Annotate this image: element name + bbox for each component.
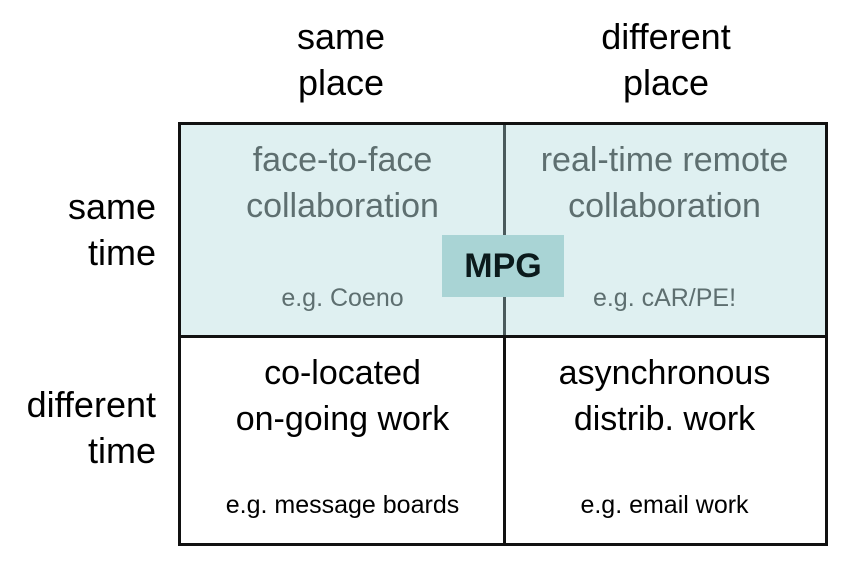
cell-title-line: asynchronous (558, 354, 771, 392)
column-header-line: different (601, 16, 731, 57)
cell-same-time-different-place: real-time remote collaboration e.g. cAR/… (504, 125, 825, 336)
horizontal-divider (181, 335, 825, 338)
column-header-same-place: same place (178, 14, 504, 106)
column-header-different-place: different place (504, 14, 828, 106)
cell-title-line: on-going work (235, 400, 450, 438)
row-header-line: time (87, 430, 156, 471)
time-space-matrix: face-to-face collaboration e.g. Coeno re… (178, 122, 828, 546)
row-header-same-time: same time (68, 184, 156, 276)
column-header-line: place (297, 62, 385, 103)
vertical-divider (503, 336, 506, 543)
row-header-line: time (87, 232, 156, 273)
cell-title: face-to-face collaboration (181, 137, 504, 229)
cell-title-line: face-to-face (252, 141, 433, 179)
row-header-different-time: different time (27, 382, 156, 474)
cell-title-line: co-located (264, 354, 421, 392)
vertical-divider-top (503, 125, 506, 336)
cell-same-time-same-place: face-to-face collaboration e.g. Coeno (181, 125, 504, 336)
cell-example: e.g. Coeno (281, 284, 404, 312)
column-header-line: place (622, 62, 710, 103)
column-header-line: same (296, 16, 386, 57)
cell-title: real-time remote collaboration (504, 137, 825, 229)
cell-title-line: real-time remote (540, 141, 789, 179)
cell-example: e.g. cAR/PE! (592, 284, 737, 312)
cell-title: co-located on-going work (181, 350, 504, 442)
cell-title-line: distrib. work (573, 400, 756, 438)
cell-different-time-same-place: co-located on-going work e.g. message bo… (181, 336, 504, 543)
cell-example: e.g. message boards (225, 491, 460, 519)
cell-title: asynchronous distrib. work (504, 350, 825, 442)
cell-title-line: collaboration (568, 187, 761, 225)
cell-title-line: collaboration (246, 187, 439, 225)
mpg-badge: MPG (442, 235, 564, 297)
cell-example: e.g. email work (580, 491, 749, 519)
row-header-line: different (26, 384, 156, 425)
cell-different-time-different-place: asynchronous distrib. work e.g. email wo… (504, 336, 825, 543)
row-header-line: same (67, 186, 156, 227)
